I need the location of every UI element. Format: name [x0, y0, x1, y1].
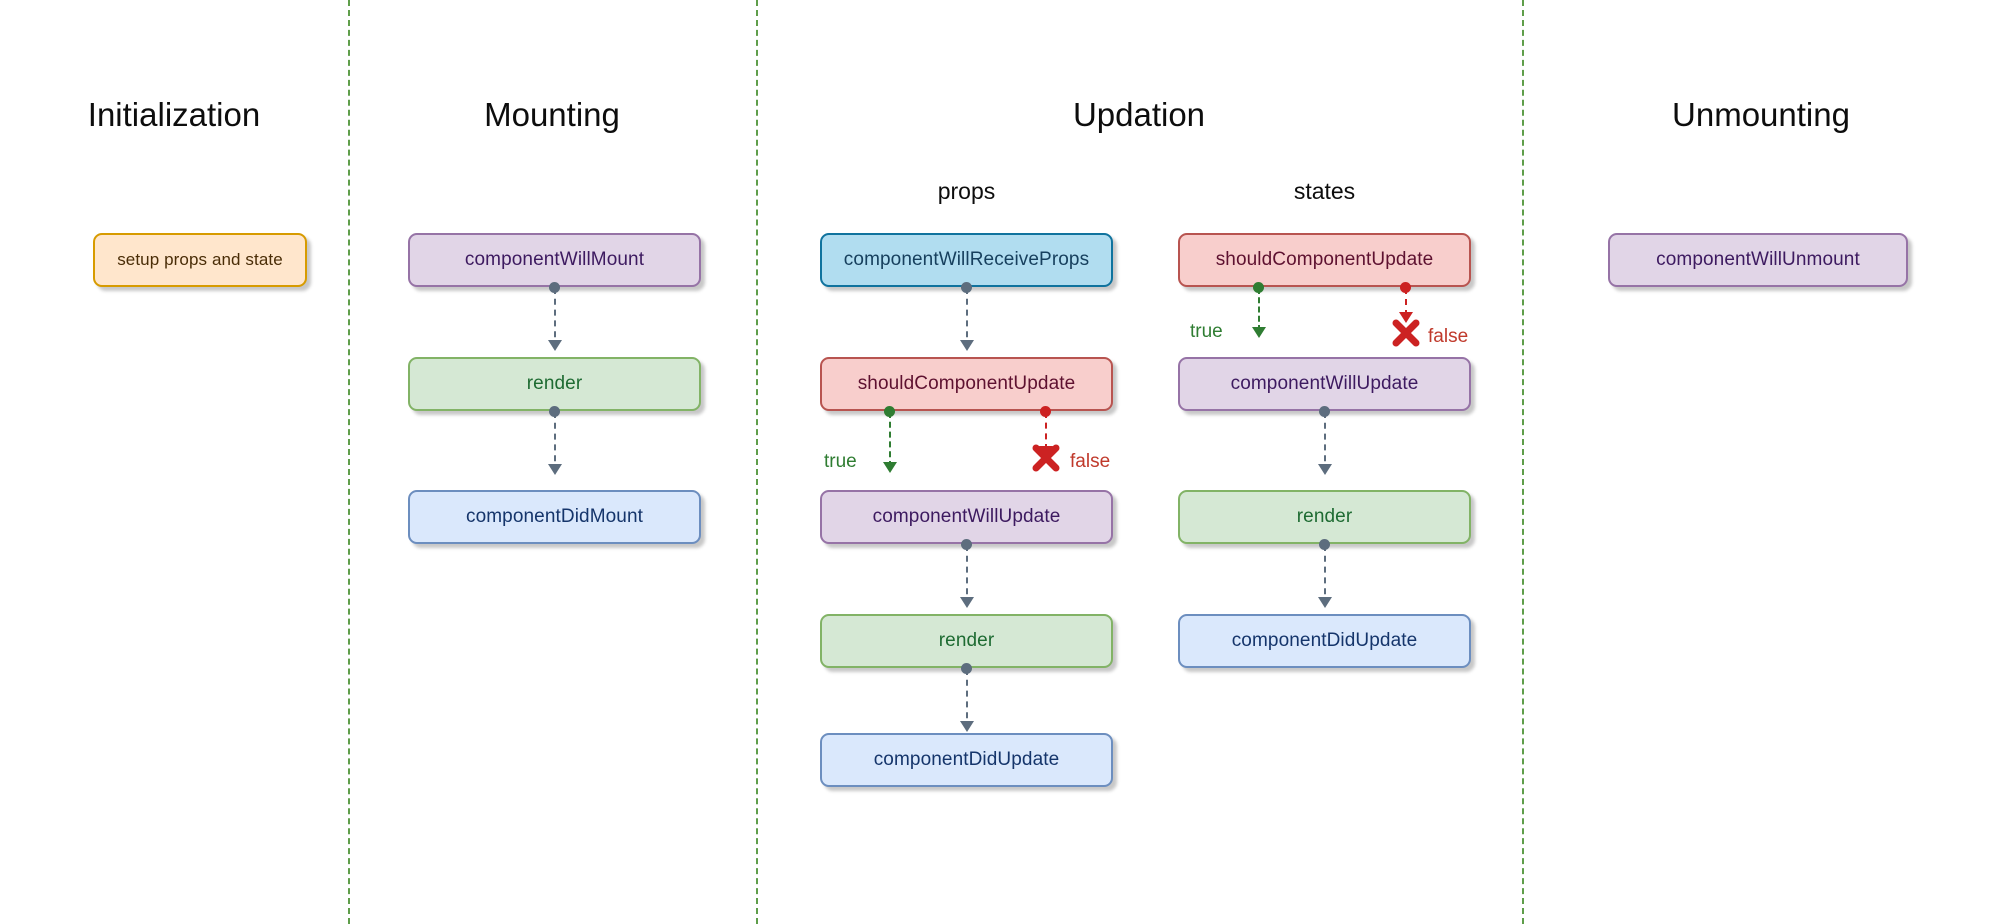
connector-dot-props-2 [961, 539, 972, 550]
subcolumn-title-states: states [1293, 178, 1356, 204]
node-render-states[interactable]: render [1178, 490, 1471, 544]
branch-label-states-true: true [1190, 321, 1223, 342]
subcolumn-title-props: props [937, 178, 996, 204]
branch-dot-states-false [1400, 282, 1411, 293]
connector-arrow-states-2 [1318, 597, 1332, 608]
divider-mounting-updation [756, 0, 758, 924]
node-component-did-update-props[interactable]: componentDidUpdate [820, 733, 1113, 787]
column-title-updation: Updation [1072, 96, 1206, 133]
connector-line-mounting-1 [554, 288, 556, 348]
branch-label-props-true: true [824, 451, 857, 472]
branch-label-states-false: false [1428, 326, 1469, 347]
connector-line-states-1 [1324, 412, 1326, 472]
branch-arrow-states-false [1399, 312, 1413, 323]
node-should-component-update-states[interactable]: shouldComponentUpdate [1178, 233, 1471, 287]
branch-line-props-false [1045, 412, 1047, 450]
branch-dot-props-false [1040, 406, 1051, 417]
node-component-did-update-states[interactable]: componentDidUpdate [1178, 614, 1471, 668]
x-mark-icon [1392, 319, 1420, 347]
node-setup-props-and-state[interactable]: setup props and state [93, 233, 307, 287]
node-component-will-update-states[interactable]: componentWillUpdate [1178, 357, 1471, 411]
connector-dot-props-1 [961, 282, 972, 293]
branch-label-props-false: false [1070, 451, 1111, 472]
branch-line-props-true [889, 412, 891, 467]
branch-line-states-false [1405, 288, 1407, 316]
connector-arrow-props-2 [960, 597, 974, 608]
column-title-mounting: Mounting [484, 96, 620, 133]
connector-arrow-props-1 [960, 340, 974, 351]
connector-arrow-states-1 [1318, 464, 1332, 475]
connector-line-props-1 [966, 288, 968, 348]
node-component-will-unmount[interactable]: componentWillUnmount [1608, 233, 1908, 287]
connector-arrow-mounting-2 [548, 464, 562, 475]
branch-arrow-states-true [1252, 327, 1266, 338]
branch-arrow-props-false [1039, 446, 1053, 457]
connector-line-states-2 [1324, 545, 1326, 605]
connector-dot-mounting-2 [549, 406, 560, 417]
x-mark-icon [1032, 444, 1060, 472]
divider-updation-unmounting [1522, 0, 1524, 924]
connector-dot-props-3 [961, 663, 972, 674]
node-should-component-update-props[interactable]: shouldComponentUpdate [820, 357, 1113, 411]
connector-line-props-3 [966, 669, 968, 729]
connector-dot-states-2 [1319, 539, 1330, 550]
connector-line-props-2 [966, 545, 968, 605]
branch-arrow-props-true [883, 462, 897, 473]
column-title-initialization: Initialization [87, 96, 261, 133]
node-component-did-mount[interactable]: componentDidMount [408, 490, 701, 544]
branch-line-states-true [1258, 288, 1260, 331]
connector-dot-mounting-1 [549, 282, 560, 293]
column-title-unmounting: Unmounting [1672, 96, 1850, 133]
node-component-will-receive-props[interactable]: componentWillReceiveProps [820, 233, 1113, 287]
connector-dot-states-1 [1319, 406, 1330, 417]
node-component-will-mount[interactable]: componentWillMount [408, 233, 701, 287]
connector-arrow-mounting-1 [548, 340, 562, 351]
connector-arrow-props-3 [960, 721, 974, 732]
node-render-props[interactable]: render [820, 614, 1113, 668]
branch-dot-states-true [1253, 282, 1264, 293]
connector-line-mounting-2 [554, 412, 556, 472]
divider-initialization-mounting [348, 0, 350, 924]
branch-dot-props-true [884, 406, 895, 417]
node-render-mounting[interactable]: render [408, 357, 701, 411]
node-component-will-update-props[interactable]: componentWillUpdate [820, 490, 1113, 544]
